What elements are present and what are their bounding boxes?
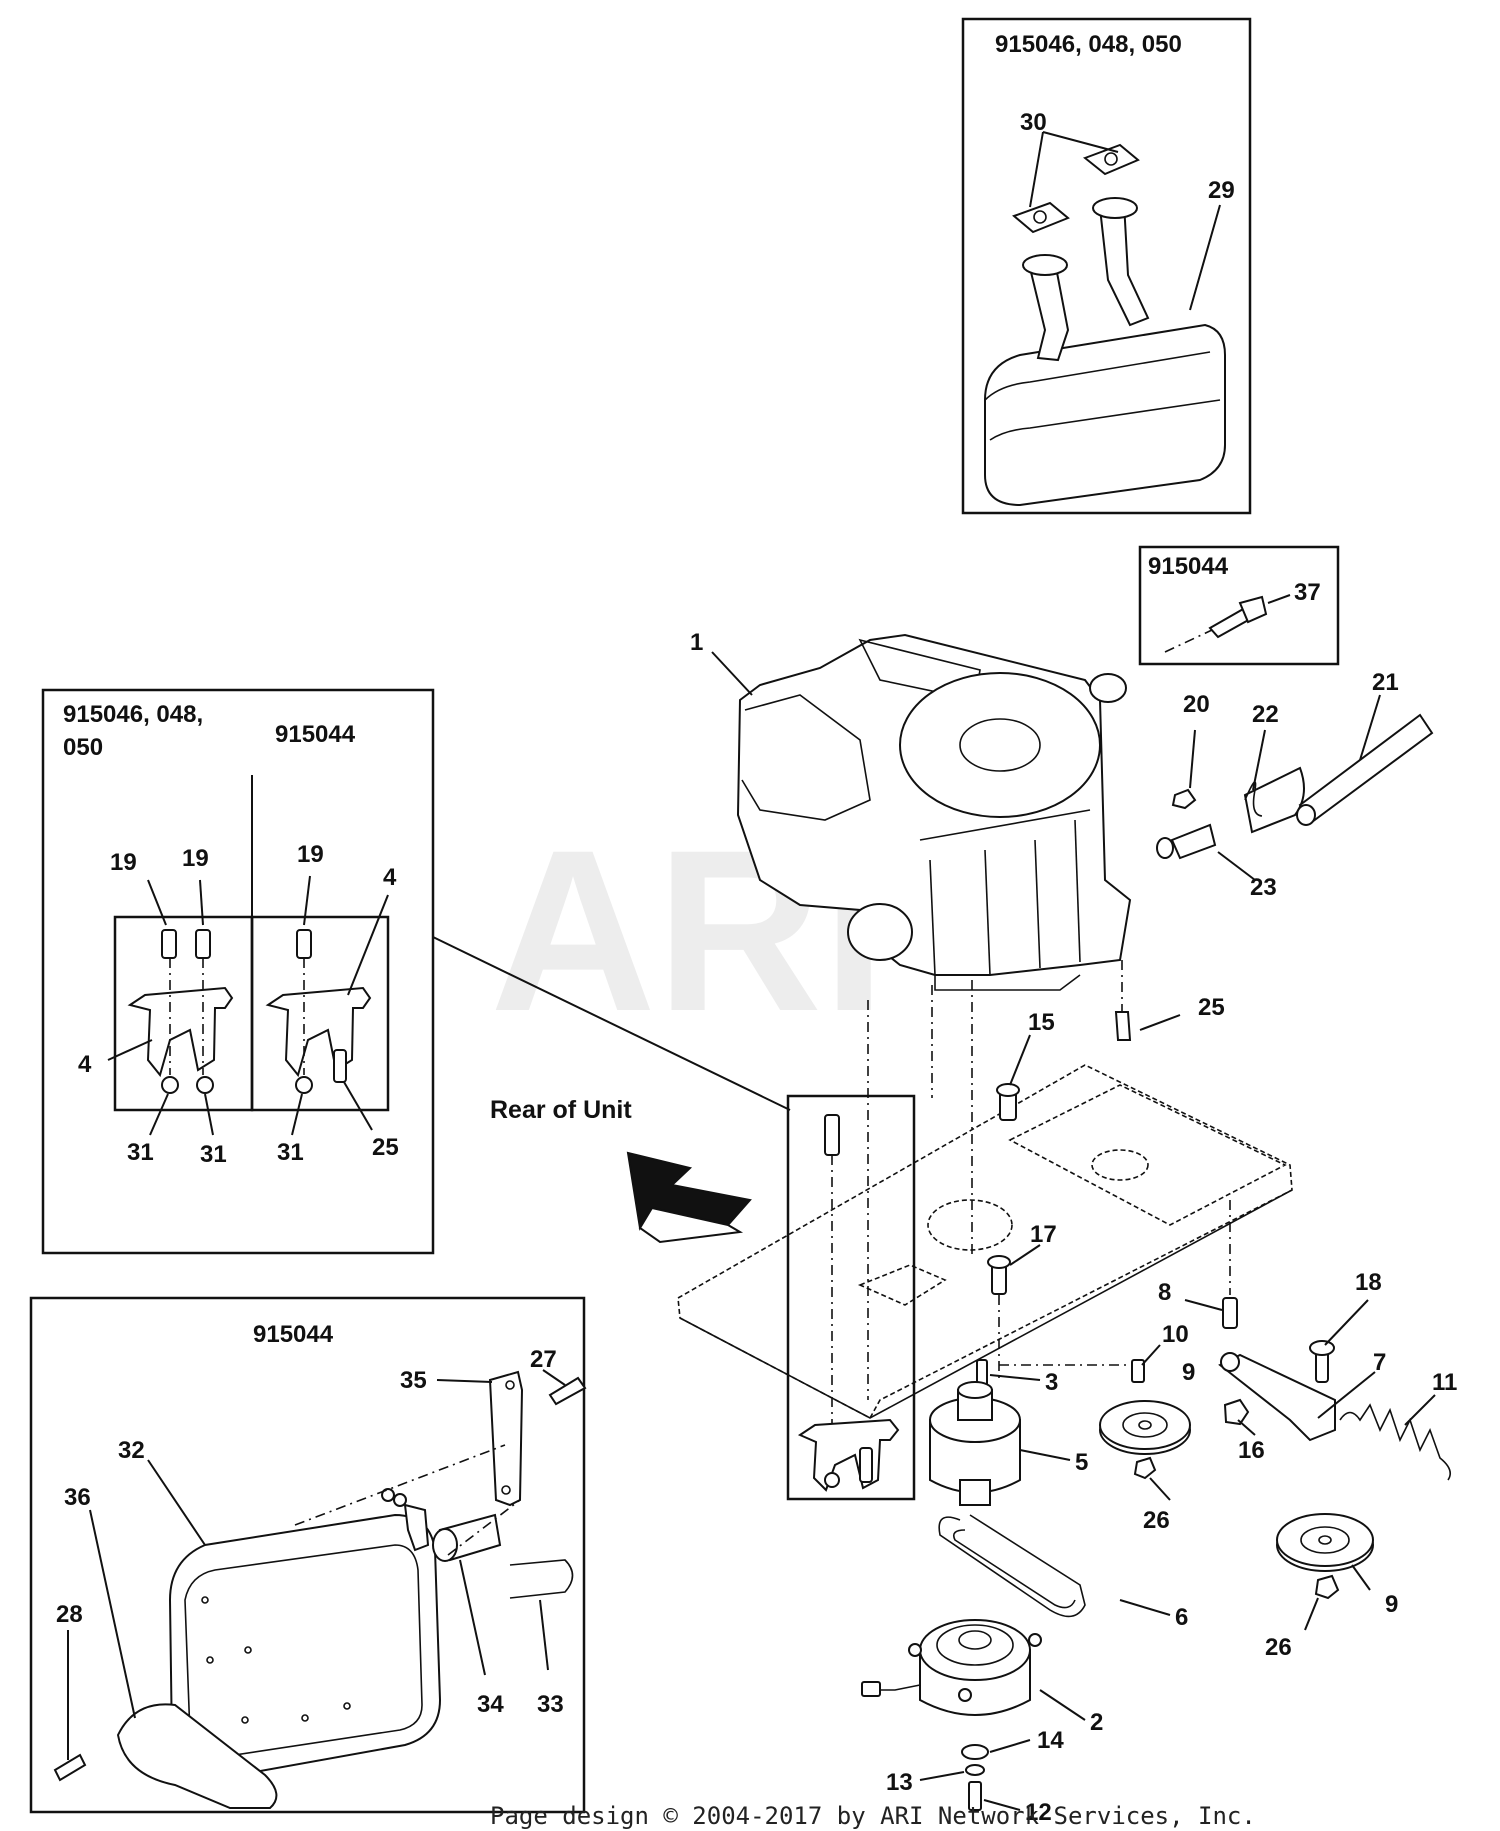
- bracket-box-title-left-1: 915046, 048,: [63, 701, 203, 728]
- callout-5: 5: [1075, 1449, 1088, 1476]
- callout-11: 11: [1432, 1369, 1457, 1396]
- callout-19: 19: [182, 845, 209, 872]
- callout-2: 2: [1090, 1709, 1103, 1736]
- callout-21: 21: [1372, 669, 1399, 696]
- callout-1: 1: [690, 629, 703, 656]
- callout-31: 31: [200, 1141, 227, 1168]
- callout-7: 7: [1373, 1349, 1386, 1376]
- throttle-parts: [1114, 694, 1434, 1041]
- callout-16: 16: [1238, 1437, 1265, 1464]
- screw-box: 915044 37: [1138, 545, 1340, 666]
- mounting-plate: [677, 1064, 1293, 1420]
- rear-of-unit-label: Rear of Unit: [490, 1096, 632, 1124]
- bracket-detail-frame: [786, 1000, 916, 1501]
- callout-23: 23: [1250, 874, 1277, 901]
- muffler-box-top-title: 915046, 048, 050: [995, 31, 1182, 58]
- callout-19: 19: [297, 841, 324, 868]
- callout-31: 31: [127, 1139, 154, 1166]
- callout-10: 10: [1162, 1321, 1189, 1348]
- bracket-box-title-right: 915044: [275, 721, 356, 748]
- muffler-box-bottom-title: 915044: [253, 1321, 334, 1348]
- callout-4: 4: [383, 864, 397, 891]
- callout-3: 3: [1045, 1369, 1058, 1396]
- callout-9: 9: [1182, 1359, 1195, 1386]
- callout-30: 30: [1020, 109, 1047, 136]
- bracket-box: 915046, 048, 050 915044 19 19 4 31 31: [41, 688, 435, 1255]
- callout-37: 37: [1294, 579, 1321, 606]
- screw-box-title: 915044: [1148, 553, 1229, 580]
- idler-assembly: [929, 1299, 1451, 1631]
- callout-28: 28: [56, 1601, 83, 1628]
- callout-32: 32: [118, 1437, 145, 1464]
- callout-8: 8: [1158, 1279, 1171, 1306]
- callout-17: 17: [1030, 1221, 1057, 1248]
- callout-33: 33: [537, 1691, 564, 1718]
- callout-25: 25: [1198, 994, 1225, 1021]
- callout-15: 15: [1028, 1009, 1055, 1036]
- callout-26: 26: [1265, 1634, 1292, 1661]
- callout-25: 25: [372, 1134, 399, 1161]
- callout-34: 34: [477, 1691, 504, 1718]
- callout-4: 4: [78, 1051, 92, 1078]
- callout-6: 6: [1175, 1604, 1188, 1631]
- callout-19: 19: [110, 849, 137, 876]
- muffler-box-top: 915046, 048, 050 30 29: [961, 17, 1252, 515]
- bracket-box-title-left-2: 050: [63, 734, 103, 761]
- callout-22: 22: [1252, 701, 1279, 728]
- engine: [711, 633, 1132, 1255]
- muffler-box-bottom: 915044: [29, 1296, 587, 1814]
- callout-29: 29: [1208, 177, 1235, 204]
- callout-12: 12: [1025, 1799, 1052, 1826]
- callout-9: 9: [1385, 1591, 1398, 1618]
- callout-26: 26: [1143, 1507, 1170, 1534]
- callout-14: 14: [1037, 1727, 1064, 1754]
- callout-31: 31: [277, 1139, 304, 1166]
- callout-36: 36: [64, 1484, 91, 1511]
- hardware: [976, 1034, 1238, 1389]
- copyright-footer: Page design © 2004-2017 by ARI Network S…: [490, 1802, 1256, 1830]
- clutch-assembly: [861, 1619, 1086, 1811]
- callout-13: 13: [886, 1769, 913, 1796]
- callout-35: 35: [400, 1367, 427, 1394]
- callout-20: 20: [1183, 691, 1210, 718]
- callout-27: 27: [530, 1346, 557, 1373]
- callout-18: 18: [1355, 1269, 1382, 1296]
